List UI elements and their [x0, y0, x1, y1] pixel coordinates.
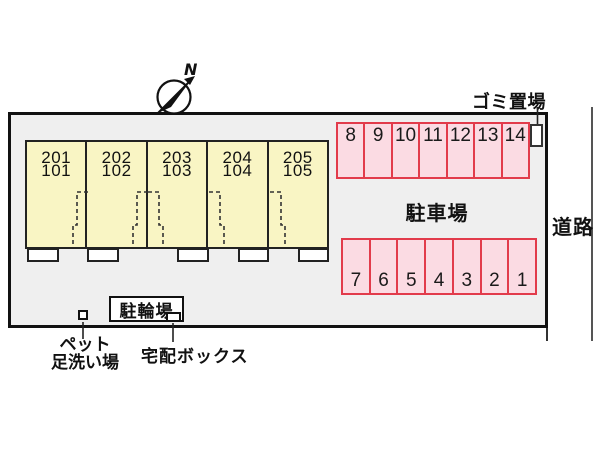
parking-space-12: 12 [448, 124, 476, 177]
parking-space-11: 11 [420, 124, 448, 177]
bicycle-parking-box: 駐輪場 [109, 296, 184, 322]
unit-label: 205 105 [282, 148, 313, 180]
entrance-porch [177, 248, 209, 262]
delivery-box-label: 宅配ボックス [141, 347, 249, 366]
delivery-box-marker [166, 312, 181, 322]
entrance-porch [87, 248, 119, 262]
parking-space-6: 6 [371, 240, 399, 293]
parking-space-4: 4 [426, 240, 454, 293]
unit-label: 201 101 [41, 148, 72, 180]
pet-wash-marker [78, 310, 88, 320]
compass-arrowhead [184, 76, 195, 85]
unit-201-101: 201 101 [27, 142, 88, 247]
parking-space-8: 8 [338, 124, 366, 177]
parking-row-bottom: 7 6 5 4 3 2 1 [341, 238, 537, 295]
unit-202-102: 202 102 [87, 142, 148, 247]
road-left-boundary-line [546, 328, 548, 341]
apartment-building: 201 101 202 102 203 103 204 104 205 105 [25, 140, 329, 249]
garbage-area-label: ゴミ置場 [472, 92, 546, 112]
unit-204-104: 204 104 [208, 142, 269, 247]
parking-space-13: 13 [475, 124, 503, 177]
compass-north-icon: N [156, 60, 198, 115]
parking-space-7: 7 [343, 240, 371, 293]
entrance-porch [27, 248, 59, 262]
unit-label: 203 103 [162, 148, 192, 180]
compass-needle-fill [158, 80, 191, 113]
bicycle-parking-label: 駐輪場 [119, 301, 174, 321]
unit-205-105: 205 105 [269, 142, 327, 247]
unit-label: 204 104 [222, 148, 253, 180]
parking-space-14: 14 [504, 125, 526, 146]
compass-north-letter: N [184, 60, 198, 79]
parking-space-3: 3 [454, 240, 482, 293]
entrance-porch [298, 248, 329, 262]
parking-space-5: 5 [398, 240, 427, 293]
road-right-boundary-line [591, 107, 593, 341]
road-label: 道路 [552, 217, 594, 239]
parking-space-1: 1 [516, 270, 528, 291]
entrance-porch [238, 248, 269, 262]
unit-203-103: 203 103 [148, 142, 209, 247]
unit-label: 202 102 [101, 148, 132, 180]
parking-space-10: 10 [393, 124, 421, 177]
pet-wash-label: ペット 足洗い場 [51, 335, 119, 372]
parking-row-top: 8 9 10 11 12 13 14 [336, 122, 530, 179]
garbage-area-box [530, 124, 543, 147]
parking-space-9: 9 [365, 124, 393, 177]
parking-space-2: 2 [482, 240, 510, 293]
parking-lot-label: 駐車場 [405, 203, 469, 225]
